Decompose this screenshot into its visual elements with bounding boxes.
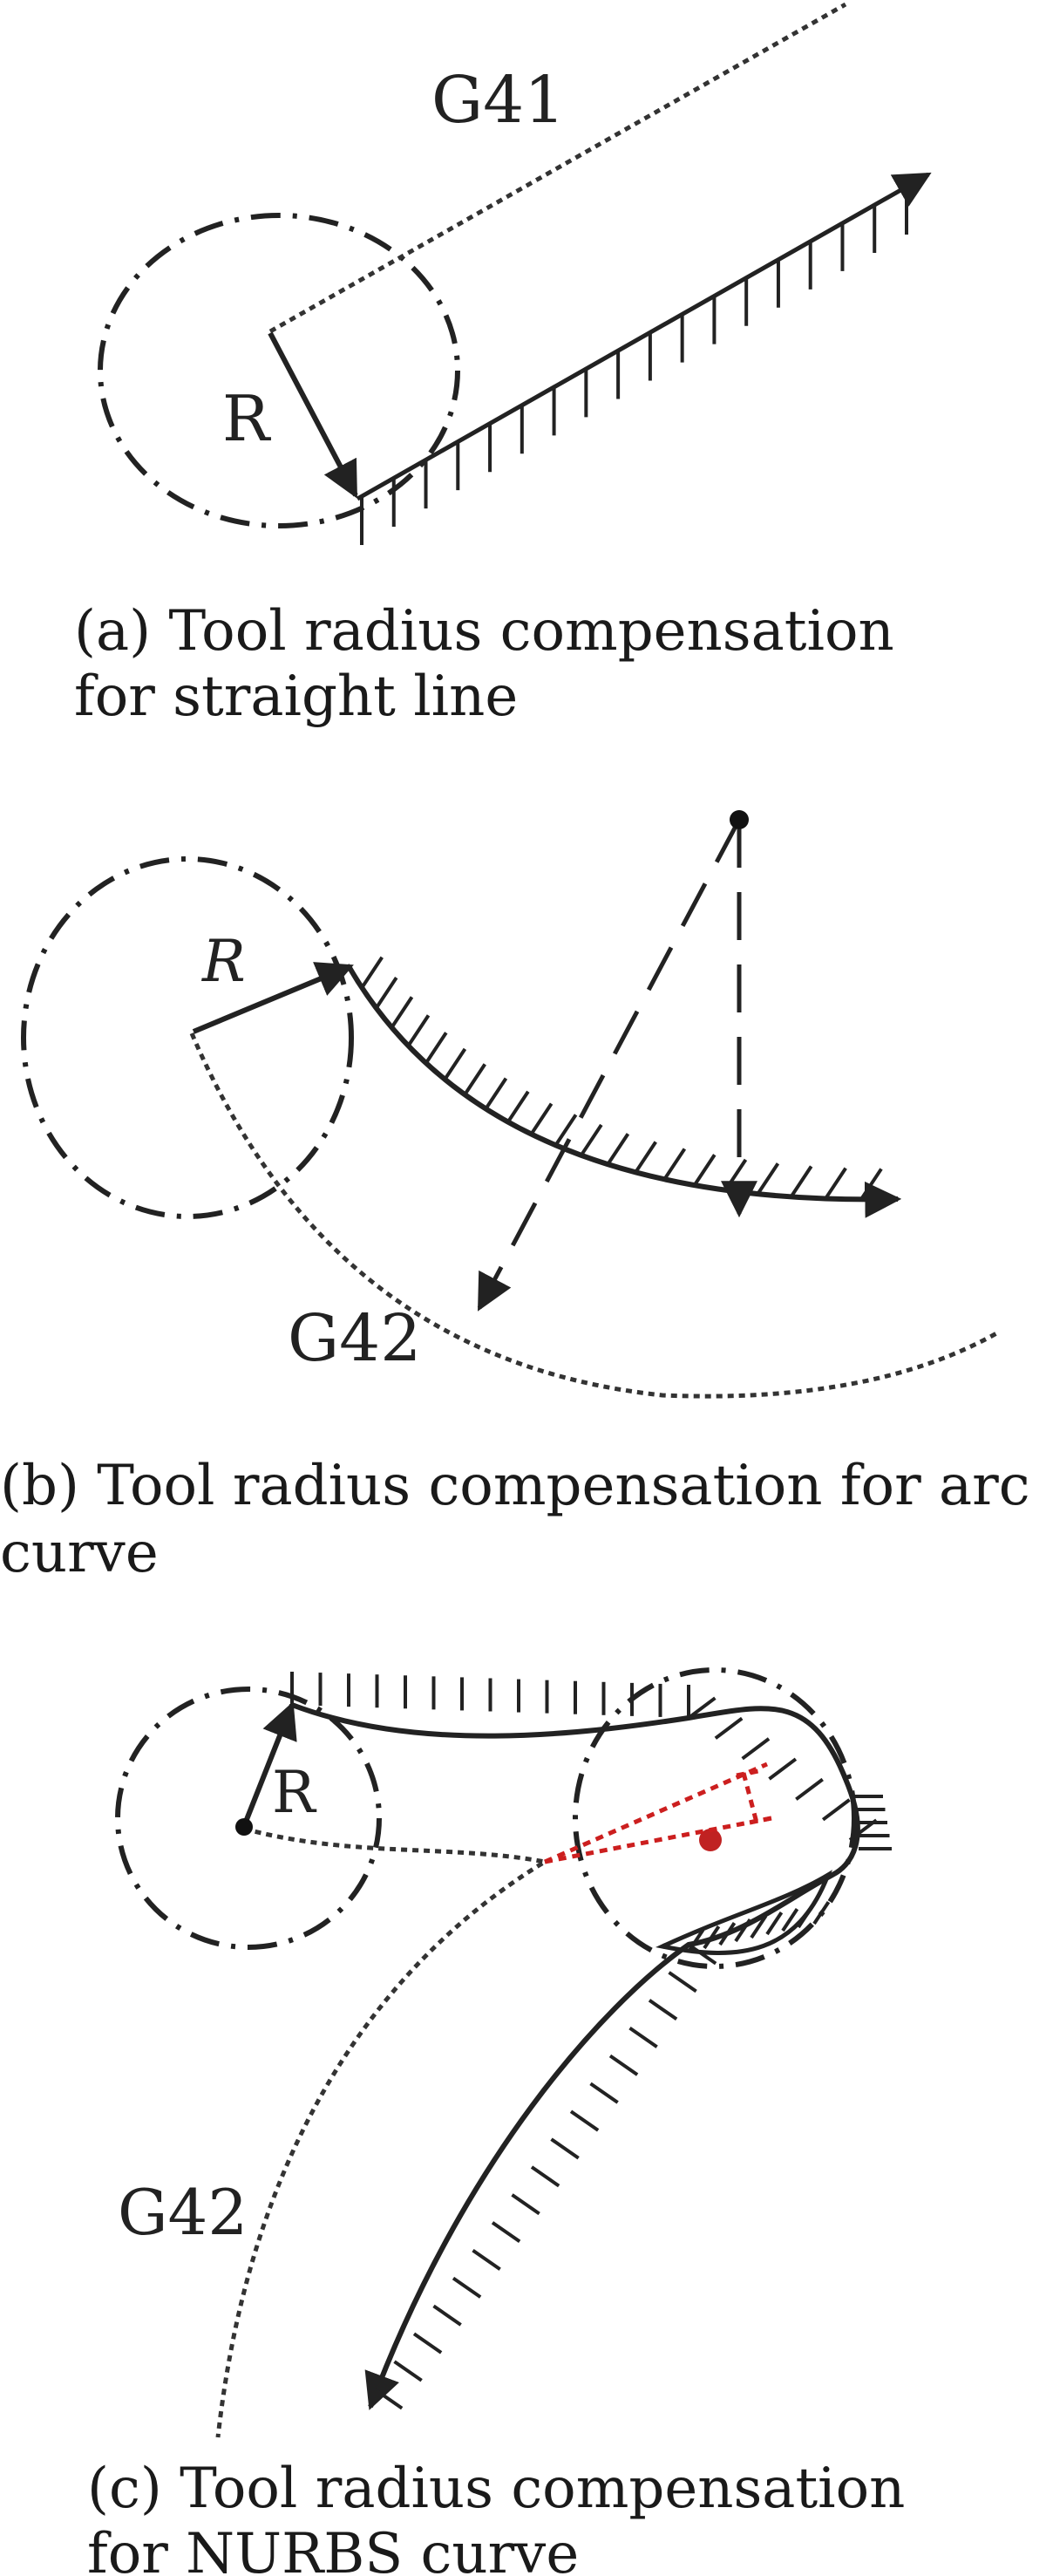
label-g42-c: G42 — [118, 2176, 248, 2249]
label-r-c: R — [272, 1759, 317, 1826]
hatch-tick — [824, 1167, 847, 1200]
g42-offset-path — [189, 1032, 1000, 1399]
overcut-region — [655, 1870, 832, 1955]
hatch-tick — [634, 1141, 657, 1174]
hatch-tick — [432, 2304, 462, 2327]
workpiece-line-a — [356, 172, 932, 501]
hatch-tick — [768, 1757, 798, 1781]
hatch-tick — [606, 1133, 630, 1166]
caption-a-line2: for straight line — [74, 664, 518, 729]
hatch-tick — [425, 1032, 448, 1065]
nurbs-workpiece-top — [290, 1702, 860, 2410]
hatch-tick — [374, 977, 398, 1010]
hatch-tick — [859, 1168, 883, 1201]
hatch-tick — [714, 1716, 744, 1740]
hatch-tick — [373, 2388, 404, 2410]
tool-circle-a — [98, 213, 460, 528]
hatch-tick — [648, 1999, 678, 2021]
panel-b-arc-curve: R G42 (b) Tool radius compensation for a… — [0, 810, 1030, 1585]
hatch-tick — [789, 1165, 813, 1198]
panel-a-straight-line: G41 R (a) Tool radius compensation for s… — [74, 2, 932, 729]
hatch-tick — [589, 2082, 619, 2104]
hatch-tick — [718, 1921, 737, 1946]
tool-circle-b — [21, 856, 354, 1219]
label-r-b: R — [201, 928, 246, 995]
g41-offset-path — [268, 2, 847, 334]
radius-line-b — [192, 962, 354, 1034]
hatch-tick — [550, 2137, 580, 2160]
hatch-tick — [491, 2221, 521, 2244]
hatch-tick — [511, 2193, 540, 2216]
error-angle-marker — [543, 1762, 772, 1864]
panel-c-nurbs-curve: R G42 (c) Tool radius compensation for N… — [87, 1667, 905, 2576]
hatch-tick — [463, 1063, 486, 1096]
tool-circle-c-left — [115, 1687, 382, 1950]
hatch-tick — [662, 1148, 687, 1181]
caption-c-line2: for NURBS curve — [87, 2522, 579, 2576]
hatch-tick — [443, 1047, 467, 1080]
hatch-tick — [472, 2248, 501, 2271]
hatch-tick — [554, 1114, 578, 1147]
hatch-tick — [812, 1900, 831, 1925]
arc-center-point — [730, 810, 749, 829]
hatch-tick — [756, 1162, 780, 1196]
hatch-tick — [393, 2360, 423, 2382]
tool-circle-c-right — [573, 1667, 857, 1969]
caption-b-line2: curve — [0, 1521, 159, 1585]
overcut-hatch — [687, 1900, 831, 1953]
hatch-tick — [484, 1077, 508, 1110]
hatch-tick — [781, 1907, 799, 1932]
caption-b-line1: (b) Tool radius compensation for arc — [0, 1454, 1030, 1518]
hatch-tick — [723, 1158, 748, 1191]
arc-center-dash-left — [477, 818, 742, 1312]
tool-center-point — [235, 1818, 253, 1836]
hatch-tick — [765, 1911, 784, 1936]
hatch-tick — [687, 1928, 705, 1953]
label-g42-b: G42 — [288, 1301, 421, 1376]
label-g41: G41 — [431, 63, 565, 138]
g42-offset-path-c — [215, 1826, 551, 2438]
hatch-marks-a — [360, 187, 908, 545]
hatch-tick — [506, 1090, 530, 1123]
hatch-tick — [406, 1014, 431, 1047]
hatch-tick — [668, 1971, 697, 1993]
hatch-tick — [687, 1696, 717, 1720]
radius-arrow-a — [268, 331, 358, 499]
hatch-tick — [795, 1777, 824, 1801]
hatch-tick — [750, 1914, 768, 1939]
caption-a-line1: (a) Tool radius compensation — [74, 599, 894, 664]
hatch-tick — [703, 1925, 721, 1950]
hatch-tick — [580, 1123, 603, 1156]
hatch-tick — [734, 1918, 752, 1943]
hatch-tick — [529, 1102, 554, 1135]
hatch-tick — [412, 2332, 443, 2355]
label-r-a: R — [222, 382, 271, 455]
hatch-marks-b — [360, 956, 883, 1201]
hatch-tick — [797, 1904, 815, 1929]
hatch-tick — [608, 2054, 639, 2076]
hatch-tick — [741, 1737, 771, 1761]
radius-arrow-c — [241, 1701, 297, 1828]
hatch-tick — [530, 2165, 560, 2188]
hatch-tick — [628, 2026, 658, 2048]
hatch-tick — [390, 996, 414, 1029]
hatch-tick — [360, 956, 384, 989]
caption-c-line1: (c) Tool radius compensation — [87, 2457, 905, 2521]
workpiece-arc-b — [346, 964, 902, 1218]
hatch-tick — [821, 1798, 851, 1822]
hatch-marks-c — [290, 1672, 892, 2410]
hatch-tick — [569, 2109, 600, 2132]
hatch-tick — [452, 2276, 482, 2299]
curvature-center-point — [699, 1829, 722, 1851]
hatch-tick — [693, 1154, 717, 1187]
